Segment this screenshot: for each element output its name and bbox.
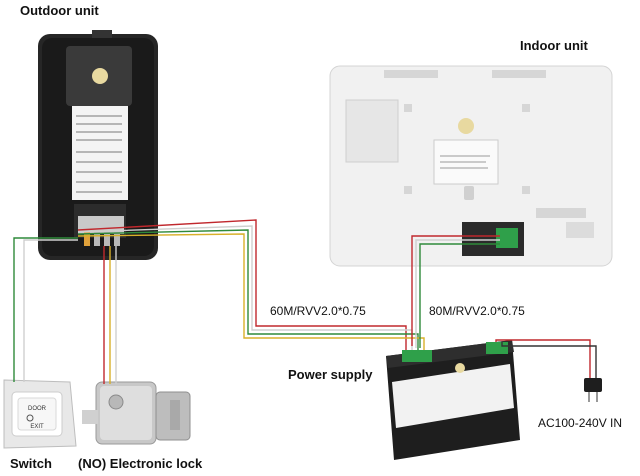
indoor-terminal-block [496,228,518,248]
outdoor-unit [38,30,158,260]
indoor-logo-icon [458,118,474,134]
exit-button-top-text: DOOR [28,406,47,412]
lock-cylinder-icon [108,394,124,410]
psu-dc-terminal [402,350,432,362]
indoor-unit-label: Indoor unit [520,38,588,53]
cable-left-label: 60M/RVV2.0*0.75 [270,304,366,318]
wire-indoor-psu-green [419,243,500,348]
electronic-lock [82,381,191,445]
wires [13,219,597,384]
wire-outdoor-psu-green [77,229,419,350]
ac-input-label: AC100-240V IN [538,416,623,430]
ac-plug-icon [584,378,602,402]
exit-switch: DOOR EXIT [3,379,77,449]
power-supply-unit [386,340,520,460]
outdoor-logo-icon [92,68,108,84]
psu-ac-terminal [486,342,508,354]
electronic-lock-label: (NO) Electronic lock [78,456,203,471]
key-icon [26,414,34,422]
wire-outdoor-psu-yellow [77,233,425,350]
wire-ac-red [495,339,591,378]
outdoor-unit-label: Outdoor unit [20,3,99,18]
exit-button-bottom-text: EXIT [30,424,44,430]
power-supply-label: Power supply [288,367,373,382]
wire-indoor-psu-red [411,235,500,346]
switch-label: Switch [10,456,52,471]
wire-indoor-psu-white [415,239,500,348]
wire-outdoor-switch-green [13,237,78,382]
cable-right-label: 80M/RVV2.0*0.75 [429,304,525,318]
indoor-unit [329,65,613,267]
psu-logo-icon [455,363,465,373]
wire-ac-black [501,342,597,378]
wire-outdoor-switch-white [23,239,78,382]
